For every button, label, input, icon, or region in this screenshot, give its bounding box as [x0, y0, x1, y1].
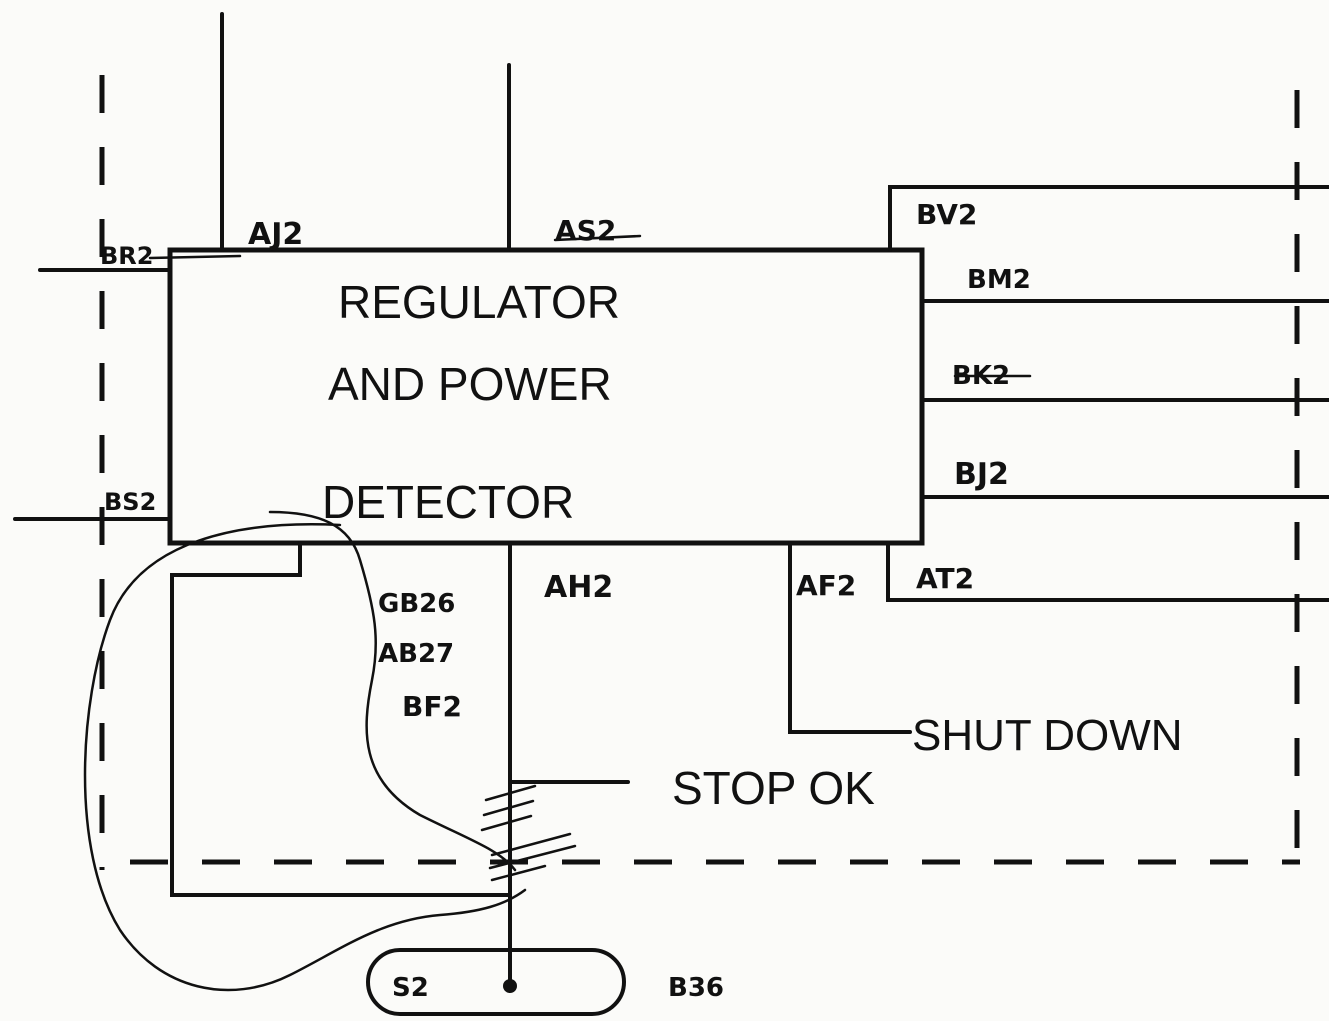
at2-wire [886, 541, 1329, 602]
signal-label-aj2: AJ2 [248, 217, 303, 252]
br2-tick [148, 254, 242, 260]
signal-label-ah2: AH2 [544, 570, 613, 605]
block-label-line1: REGULATOR [338, 276, 620, 328]
output-label-stop-ok: STOP OK [672, 762, 875, 814]
signal-label-br2: BR2 [100, 242, 153, 270]
af2-wire [788, 541, 912, 734]
signal-label-bm2: BM2 [967, 265, 1031, 295]
as2-tick [553, 234, 642, 242]
block-label-line2: AND POWER [328, 358, 612, 410]
signal-label-bv2: BV2 [916, 198, 977, 231]
connector-s2 [366, 948, 626, 1016]
cable-hatch-marks [480, 784, 577, 882]
output-label-shut-down: SHUT DOWN [912, 711, 1183, 760]
signal-label-ab27: AB27 [378, 639, 454, 669]
cable-loop-inner [268, 510, 517, 872]
cable-loop-outer [83, 523, 527, 992]
bv2-wire [888, 185, 1329, 252]
signal-label-bs2: BS2 [104, 488, 156, 516]
signal-label-af2: AF2 [796, 569, 856, 602]
signal-label-at2: AT2 [916, 562, 974, 595]
regulator-power-detector-block [167, 247, 925, 546]
signal-label-gb26: GB26 [378, 589, 455, 619]
ground-return-wire [170, 541, 512, 897]
block-label-line3: DETECTOR [322, 476, 574, 528]
signal-label-bj2: BJ2 [954, 457, 1009, 492]
board-boundary [99, 75, 1300, 870]
connector-ref-b36: B36 [668, 973, 724, 1003]
signal-label-bf2: BF2 [402, 690, 462, 723]
connector-label-s2: S2 [392, 973, 429, 1003]
connector-pin [503, 979, 517, 993]
signal-label-as2: AS2 [555, 214, 616, 247]
signal-label-bk2: BK2 [952, 361, 1010, 391]
